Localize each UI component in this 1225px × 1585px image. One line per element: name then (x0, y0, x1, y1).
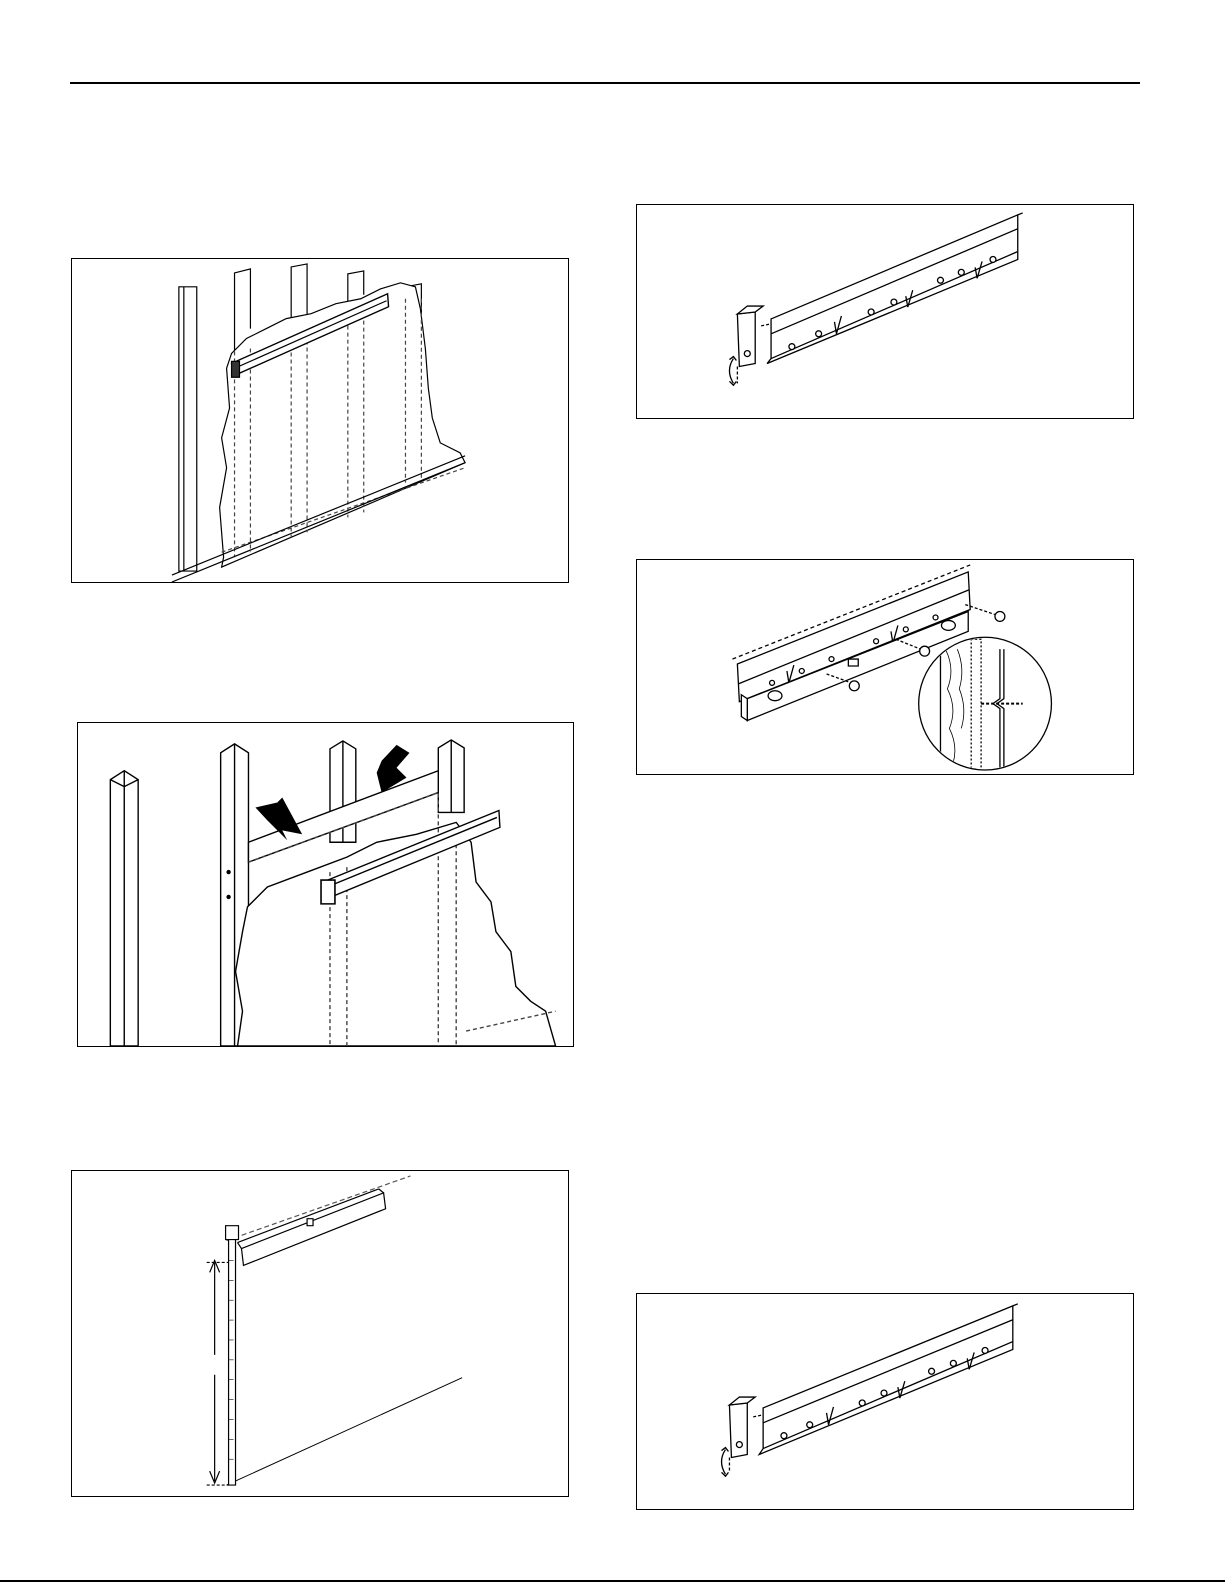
rail-level-screws-detail-icon (637, 560, 1133, 774)
figure-rail-bracket-top (636, 204, 1134, 419)
rotate-arrow-icon (722, 1450, 726, 1475)
header-rule (70, 82, 1140, 84)
dimension-arrow (207, 1260, 229, 1485)
figure-height-measure (71, 1170, 569, 1497)
figure-rail-bracket-bottom (636, 1293, 1134, 1510)
stud-1 (179, 287, 197, 571)
rail-end-bracket-fold-icon (637, 205, 1133, 418)
figure-wall-studs-rail (71, 258, 569, 583)
end-bracket (737, 306, 763, 383)
footer-rule (0, 1580, 1225, 1582)
wall-blocking-with-arrows-and-rail-icon (78, 723, 573, 1046)
figure-wall-blocking (77, 722, 574, 1047)
rail-end-bracket-fold-icon (637, 1294, 1133, 1509)
wall-studs-with-mounting-rail-icon (72, 259, 568, 582)
rotate-arrow-icon (729, 359, 733, 384)
level-and-tape-measure-height-icon (72, 1171, 568, 1496)
tape-measure (226, 1226, 239, 1485)
detail-magnifier (919, 637, 1052, 774)
figure-rail-screws (636, 559, 1134, 775)
level-tool (238, 1189, 386, 1266)
end-bracket (729, 1397, 755, 1472)
